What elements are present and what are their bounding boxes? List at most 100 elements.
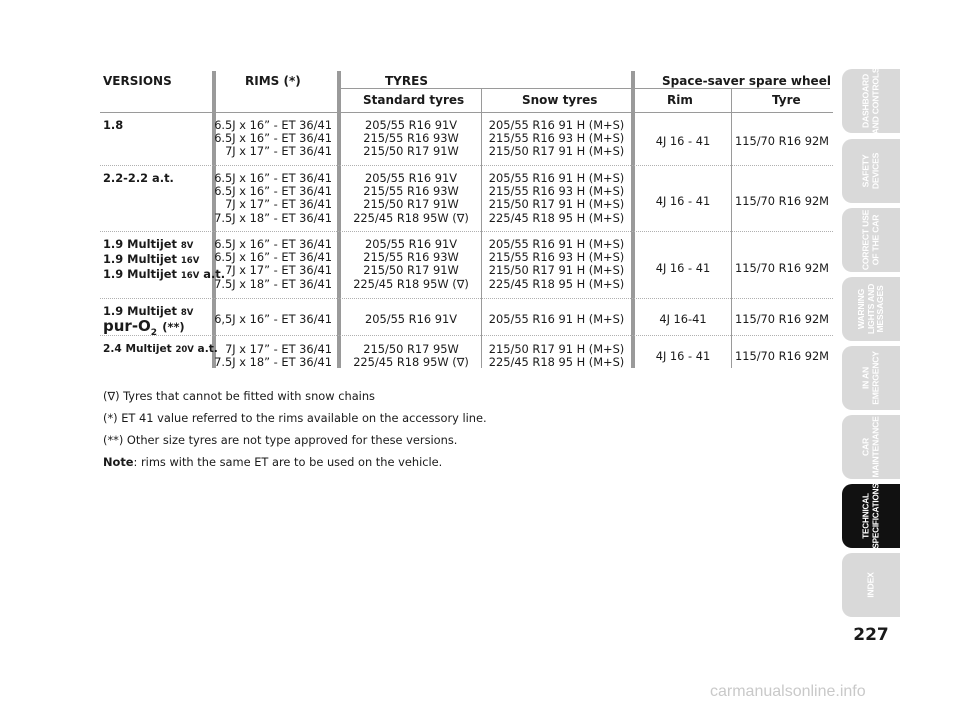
rim-size: 6.5J x 16” - ET 36/41 [214, 184, 332, 199]
col-rule-3 [481, 88, 482, 368]
row-4-rims: 6,5J x 16” - ET 36/41 [214, 312, 332, 326]
header-rims: RIMS (*) [245, 74, 301, 88]
rim-size: 6.5J x 16” - ET 36/41 [214, 237, 332, 251]
row-2-snow: 205/55 R16 91 H (M+S) 215/55 R16 93 H (M… [482, 171, 631, 225]
version-name: 2.4 Multijet 20V a.t. [103, 343, 218, 355]
row-5-spare-rim: 4J 16 - 41 [655, 349, 711, 363]
version-name: 1.9 Multijet 8V [103, 304, 194, 318]
row-3-spare-rim: 4J 16 - 41 [655, 261, 711, 275]
note-label: Note [103, 455, 134, 469]
footnote-snow-chains: (∇) Tyres that cannot be fitted with sno… [103, 389, 375, 403]
col-rule-1 [212, 71, 216, 368]
rim-size: 7.5J x 18” - ET 36/41 [214, 210, 332, 225]
snow-tyre: 225/45 R18 95 H (M+S) [488, 210, 625, 225]
snow-tyre: 215/50 R17 91 H (M+S) [488, 342, 625, 356]
row-4-spare-rim: 4J 16-41 [659, 312, 707, 326]
rim-size: 7J x 17” - ET 36/41 [225, 342, 332, 356]
version-name: 2.2-2.2 a.t. [103, 171, 174, 185]
version-name: 1.9 Multijet 8V [103, 237, 194, 251]
version-name-pur-o2: pur-O2 (**) [103, 317, 185, 339]
snow-tyre: 215/50 R17 91 H (M+S) [488, 144, 625, 159]
row-4-snow: 205/55 R16 91 H (M+S) [488, 312, 625, 326]
standard-tyre: 225/45 R18 95W (∇) [353, 210, 469, 225]
snow-tyre: 215/55 R16 93 H (M+S) [488, 131, 625, 146]
row-3-standard: 205/55 R16 91V 215/55 R16 93W 215/50 R17… [341, 237, 481, 291]
snow-tyre: 205/55 R16 91 H (M+S) [488, 118, 625, 132]
rim-size: 7J x 17” - ET 36/41 [225, 263, 332, 278]
standard-tyre: 215/55 R16 93W [363, 250, 459, 265]
row-1-versions: 1.8 [103, 118, 124, 132]
standard-tyre: 225/45 R18 95W (∇) [353, 276, 469, 291]
snow-tyre: 215/50 R17 91 H (M+S) [488, 263, 625, 278]
spare-sub-rule [634, 88, 830, 89]
snow-tyre: 205/55 R16 91 H (M+S) [488, 237, 625, 251]
note-text: : rims with the same ET are to be used o… [133, 455, 443, 469]
standard-tyre: 225/45 R18 95W (∇) [353, 355, 469, 370]
tyres-sub-rule [340, 88, 634, 89]
row-5-rims: 7J x 17” - ET 36/41 7.5J x 18” - ET 36/4… [187, 342, 332, 370]
header-rim: Rim [667, 93, 693, 107]
row-2-versions: 2.2-2.2 a.t. [103, 171, 174, 185]
snow-tyre: 215/50 R17 91 H (M+S) [488, 197, 625, 212]
row-5-standard: 215/50 R17 95W 225/45 R18 95W (∇) [341, 342, 481, 370]
header-tyres: TYRES [385, 74, 428, 88]
snow-tyre: 215/55 R16 93 H (M+S) [488, 250, 625, 265]
rim-size: 7.5J x 18” - ET 36/41 [214, 276, 332, 291]
standard-tyre: 215/55 R16 93W [363, 131, 459, 146]
snow-tyre: 205/55 R16 91 H (M+S) [488, 171, 625, 185]
standard-tyre: 215/50 R17 91W [363, 197, 459, 212]
page-number: 227 [853, 625, 889, 645]
header-spare-wheel: Space-saver spare wheel [662, 74, 831, 88]
row-separator [100, 231, 833, 232]
standard-tyre: 215/55 R16 93W [363, 184, 459, 199]
tab-index[interactable]: INDEX [842, 553, 900, 617]
version-name: 1.8 [103, 118, 124, 132]
row-1-spare-tyre: 115/70 R16 92M [734, 134, 830, 148]
row-3-spare-tyre: 115/70 R16 92M [734, 261, 830, 275]
footnote-other-sizes: (**) Other size tyres are not type appro… [103, 433, 458, 447]
footnote-note: Note: rims with the same ET are to be us… [103, 451, 487, 473]
rim-size: 7.5J x 18” - ET 36/41 [214, 355, 332, 370]
tab-label: INDEX [865, 572, 876, 598]
row-separator [100, 165, 833, 166]
watermark: carmanualsonline.info [710, 683, 866, 700]
header-bottom-rule [100, 112, 833, 113]
standard-tyre: 215/50 R17 95W [363, 342, 459, 356]
row-1-spare-rim: 4J 16 - 41 [655, 134, 711, 148]
header-snow-tyres: Snow tyres [522, 93, 598, 107]
standard-tyre: 215/50 R17 91W [363, 144, 459, 159]
row-separator [100, 335, 833, 336]
row-5-snow: 215/50 R17 91 H (M+S) 225/45 R18 95 H (M… [482, 342, 631, 369]
rim-size: 6.5J x 16” - ET 36/41 [214, 250, 332, 265]
row-separator [100, 298, 833, 299]
standard-tyre: 215/50 R17 91W [363, 263, 459, 278]
rim-size: 6.5J x 16” - ET 36/41 [214, 171, 332, 185]
row-4-versions: 1.9 Multijet 8V pur-O2 (**) [103, 304, 194, 340]
version-name: 1.9 Multijet 16V a.t. [103, 267, 226, 282]
snow-tyre: 215/55 R16 93 H (M+S) [488, 184, 625, 199]
rim-size: 7J x 17” - ET 36/41 [225, 197, 332, 212]
col-rule-2 [337, 71, 341, 368]
col-rule-4 [631, 71, 635, 368]
row-2-spare-tyre: 115/70 R16 92M [734, 194, 830, 208]
row-3-snow: 205/55 R16 91 H (M+S) 215/55 R16 93 H (M… [482, 237, 631, 291]
row-3-versions: 1.9 Multijet 8V 1.9 Multijet 16V 1.9 Mul… [103, 237, 226, 284]
standard-tyre: 205/55 R16 91V [364, 171, 457, 185]
rim-size: 6.5J x 16” - ET 36/41 [214, 131, 332, 146]
row-5-spare-tyre: 115/70 R16 92M [734, 349, 830, 363]
